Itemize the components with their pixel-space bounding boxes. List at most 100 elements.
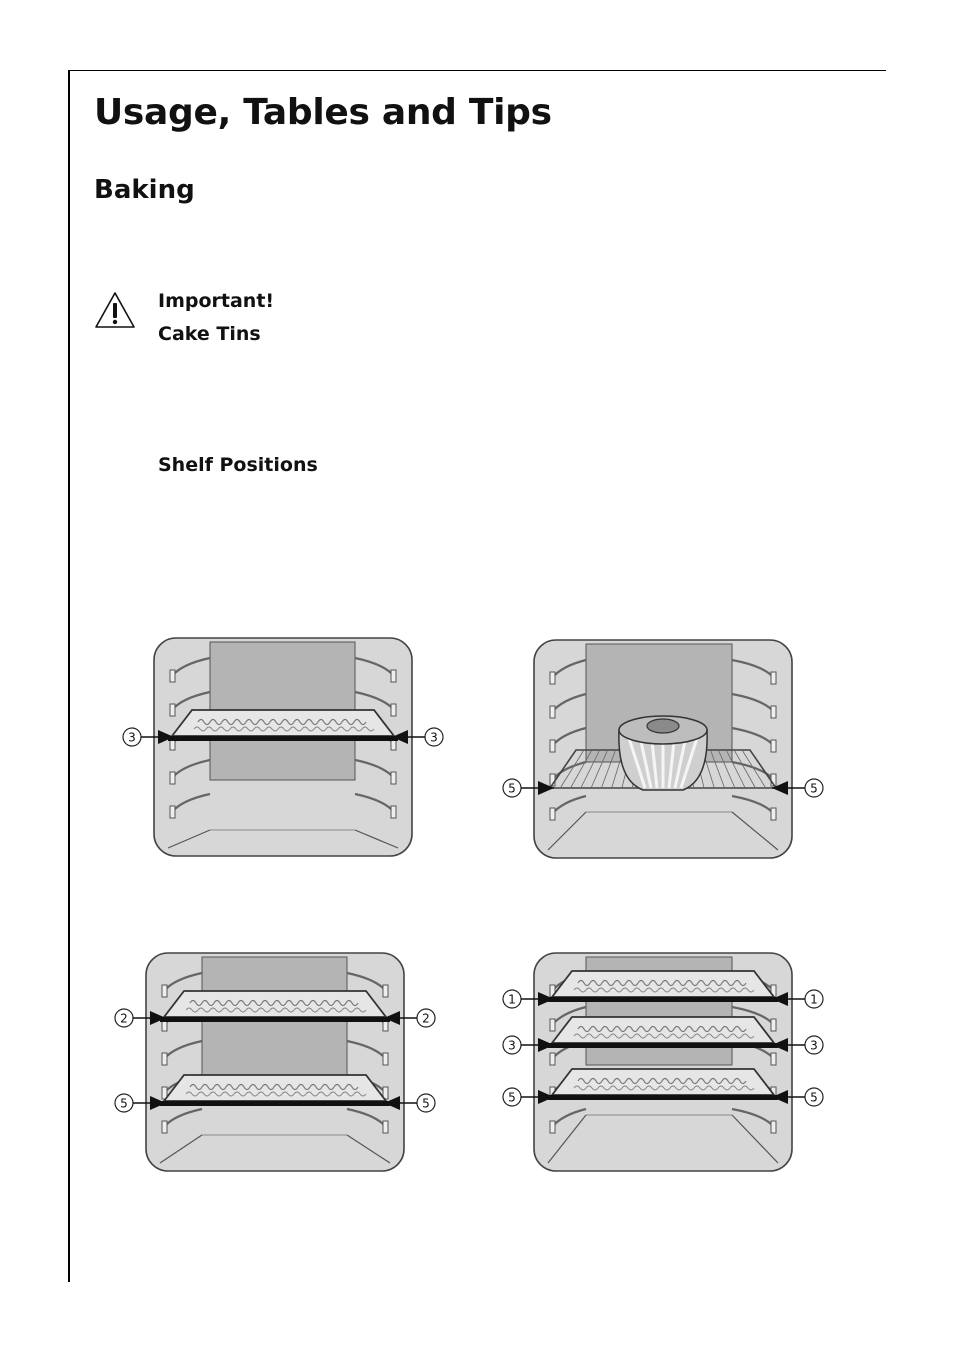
page-title: Usage, Tables and Tips [94,92,552,133]
rail-clip [169,703,176,717]
rack-wire [590,749,609,789]
shelf-marker-right: 5 [384,1093,436,1113]
rail-clip [382,984,389,998]
floor-line [354,829,399,849]
tray-rim [548,1043,778,1048]
shelf-marker-right: 3 [772,1035,824,1055]
tray-food [573,1033,755,1039]
rail-clip [382,1120,389,1134]
shelf-marker-left: 1 [502,989,554,1009]
cake-tin-flute [679,731,701,789]
shelf-marker-left: 2 [114,1008,166,1028]
tray-rim [160,1101,390,1106]
rail-clip [549,671,556,685]
shelf-number-label: 5 [508,782,516,796]
shelf-arrow-head [772,1090,788,1104]
rail-clip [549,1052,556,1066]
rail-clip [161,1052,168,1066]
shelf-marker-left: 3 [122,727,174,747]
rail-clip [549,807,556,821]
rack-wire [710,749,726,789]
shelf-arrow-head [150,1011,166,1025]
shelf-number-label: 3 [430,731,438,745]
tray-food [193,726,375,732]
cake-tins-heading: Cake Tins [158,323,261,345]
shelf-number-label: 2 [422,1012,430,1026]
rail-clip [390,703,397,717]
tray-rim [168,736,398,741]
rail-clip [549,739,556,753]
cake-tin-flute [625,731,647,789]
rail-clip [770,705,777,719]
rail-clip [169,669,176,683]
rail-clip [770,1120,777,1134]
rail-clip [770,1018,777,1032]
rack-wire [580,749,601,789]
shelf-marker-right: 3 [392,727,444,747]
tray-food [573,1085,755,1091]
shelf-marker-left: 3 [502,1035,554,1055]
tray-rim [548,997,778,1002]
shelf-number-label: 1 [810,993,818,1007]
shelf-number-label: 5 [422,1097,430,1111]
rail-clip [169,771,176,785]
rack-wire [741,749,767,789]
rack-wire [717,749,736,789]
floor-line [547,811,587,851]
shelf-positions-heading: Shelf Positions [158,454,318,476]
floor-line [547,1114,587,1164]
important-label: Important! [158,290,275,312]
shelf-arrow-head [772,1038,788,1052]
shelf-arrow-head [538,1090,554,1104]
tray-food [577,979,747,987]
shelf-arrow-head [772,781,788,795]
shelf-number-label: 3 [810,1039,818,1053]
tray-food [577,1077,747,1085]
warning-triangle-icon [95,292,135,328]
rail-clip [770,807,777,821]
shelf-number-label: 3 [128,731,136,745]
section-heading: Baking [94,175,195,205]
floor-line [346,1134,391,1164]
rack-wire [570,749,593,789]
shelf-arrow-head [538,992,554,1006]
rail-clip [161,1120,168,1134]
shelf-marker-right: 2 [384,1008,436,1028]
floor-line [731,1114,779,1164]
tray-food [189,999,359,1007]
shelf-number-label: 3 [508,1039,516,1053]
shelf-arrow-head [392,730,408,744]
shelf-marker-right: 1 [772,989,824,1009]
rack-wire [559,749,585,789]
floor-line [167,829,211,849]
shelf-arrow-head [384,1096,400,1110]
shelf-marker-left: 5 [502,1087,554,1107]
shelf-marker-right: 5 [772,778,824,798]
shelf-number-label: 5 [508,1091,516,1105]
shelf-number-label: 1 [508,993,516,1007]
rail-clip [390,669,397,683]
shelf-arrow-head [538,781,554,795]
rail-clip [770,739,777,753]
shelf-marker-left: 5 [502,778,554,798]
tray-food [189,1083,359,1091]
rail-clip [549,1018,556,1032]
shelf-arrow-head [772,992,788,1006]
rail-clip [770,1052,777,1066]
rack-wire [733,749,756,789]
oven-rack [548,749,778,789]
floor-line [731,811,779,851]
rail-clip [390,771,397,785]
rack-wire [600,749,616,789]
rail-clip [169,805,176,819]
shelf-number-label: 2 [120,1012,128,1026]
shelf-arrow-head [538,1038,554,1052]
floor-line [159,1134,203,1164]
tray-food [197,718,367,726]
oven-diagram-trays-shelf-2-5: 2 2 5 5 [114,952,436,1172]
cake-tin-tube [646,718,680,734]
tray-food [577,1025,747,1033]
shelf-marker-left: 5 [114,1093,166,1113]
